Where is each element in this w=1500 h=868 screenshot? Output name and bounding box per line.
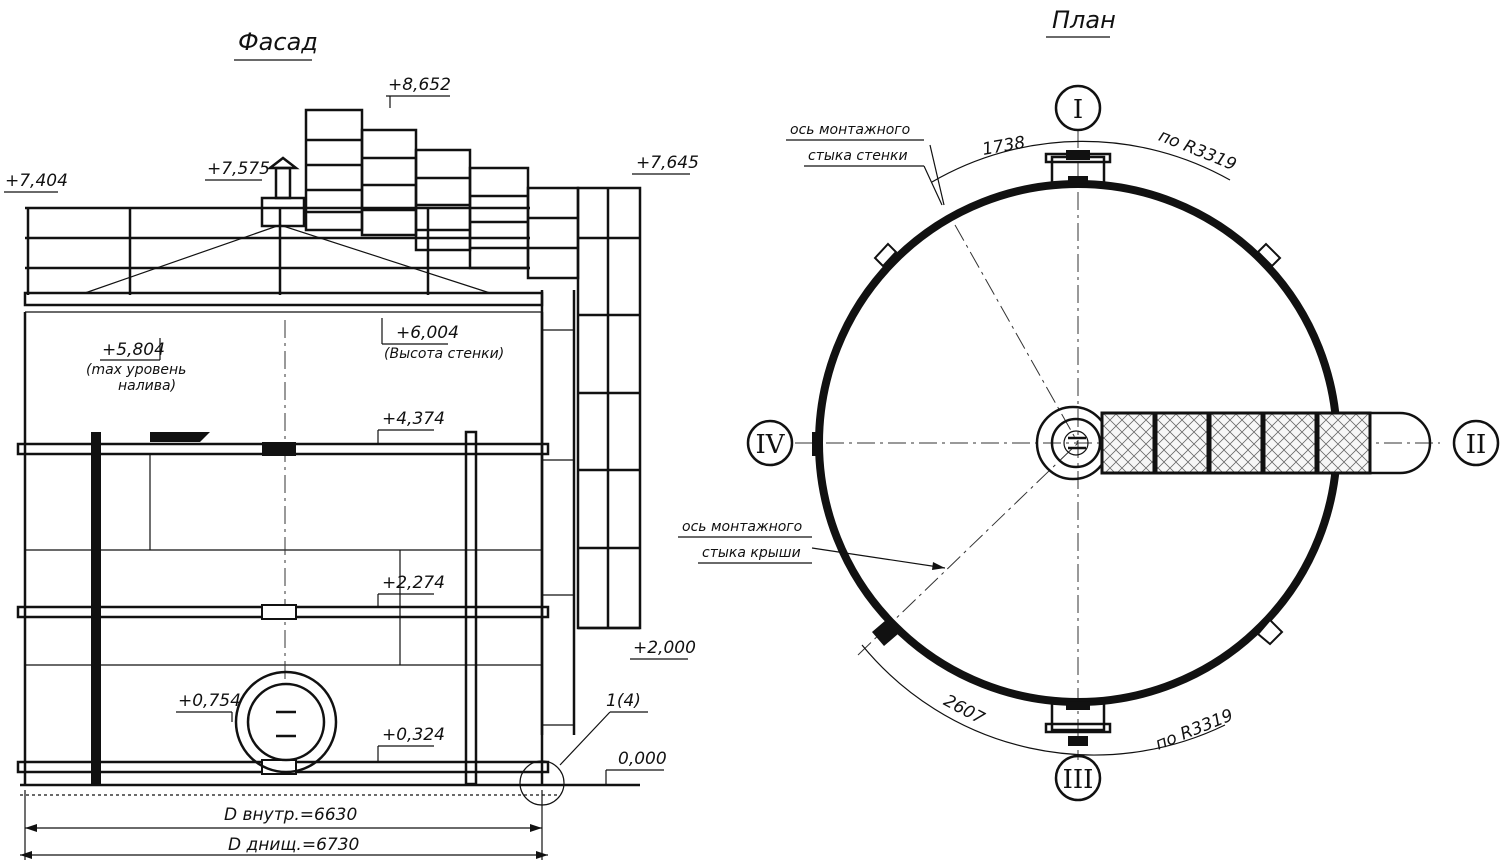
facade-title: Фасад [238,28,318,56]
roof-seam-note-1: ось монтажного [682,519,802,535]
platform-walkway [1100,411,1432,475]
axis-markers: I II III IV [746,84,1500,802]
stair-tower [304,108,642,735]
wall-height-note: (Высота стенки) [384,346,504,362]
support-post-left [91,432,101,784]
elev-manhole: +0,754 [178,691,241,711]
elev-ring-1: +4,374 [382,409,445,429]
elev-wall-height: +6,004 [396,323,459,343]
wall-seam-note-2: стыка стенки [808,148,908,164]
tank-shell [23,312,544,785]
facade-view: Фасад [4,28,699,860]
arc-dimension-top: 1738 по R3319 [929,126,1240,206]
elev-stair-base: +2,000 [633,638,696,658]
hatch-i [1044,150,1112,187]
elev-vent: +7,575 [207,159,270,179]
axis-label-iv: IV [755,430,785,460]
axis-label-i: I [1073,95,1083,125]
roof-handrail [25,206,530,295]
elev-ground: 0,000 [618,749,667,769]
hatch-iii [1044,698,1112,746]
max-level-note-1: (max уровень [86,362,186,378]
diameter-dimensions: D внутр.=6630 D днищ.=6730 [20,790,548,860]
elevation-marks: +8,652 +7,404 +7,575 +7,645 +5,804 (max … [4,75,699,785]
arc-dim-bottom: 2607 [940,691,988,729]
axis-label-ii: II [1466,430,1487,460]
roof-platform [23,291,544,307]
wall-seam-note-1: ось монтажного [790,122,910,138]
axis-label-iii: III [1063,765,1094,795]
roof-seam-note-2: стыка крыши [702,545,801,561]
elev-max-level: +5,804 [102,340,165,360]
arc-radius-top: по R3319 [1156,126,1240,175]
wall-seam-note: ось монтажного стыка стенки [786,122,943,206]
arc-dim-top: 1738 [981,133,1027,160]
max-level-note-2: налива) [118,378,176,394]
plan-title: План [1052,6,1116,34]
plan-view: План [678,6,1500,802]
elev-handrail: +7,404 [5,171,68,191]
elev-top: +8,652 [388,75,451,95]
elev-ring-2: +2,274 [382,573,445,593]
dim-inner-diameter: D внутр.=6630 [224,805,357,825]
vent-pipe [260,156,306,228]
arc-radius-bottom: по R3319 [1153,705,1237,754]
elev-ring-3: +0,324 [382,725,445,745]
manhole [234,670,338,774]
side-lugs [812,242,1284,646]
dim-bottom-diameter: D днищ.=6730 [228,835,359,855]
elev-stair-top: +7,645 [636,153,699,173]
roof-seam-note: ось монтажного стыка крыши [678,519,946,570]
detail-ref-label: 1(4) [606,691,641,711]
central-roof-hatch [1035,405,1111,481]
